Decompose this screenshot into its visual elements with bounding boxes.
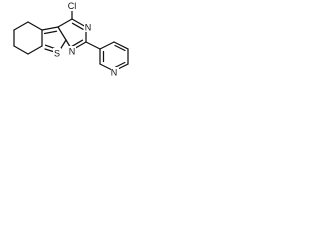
bond-thiophene-double-1 (43, 30, 58, 35)
chlorine-label: Cl (68, 1, 77, 11)
atom-labels: Cl N N S N (53, 1, 119, 78)
bond-ring-c3 (13, 45, 29, 55)
pyrimidine-n1-label: N (69, 47, 76, 57)
sulfur-label: S (54, 49, 60, 59)
substituent-bonds (71, 9, 101, 50)
bond-ring-c1 (13, 21, 29, 31)
bond-pyridine-4-double (114, 61, 126, 69)
bond-ring-c4 (27, 45, 43, 55)
bond-pyridine-1 (99, 41, 115, 50)
bond-pyridine-2-double (114, 44, 126, 52)
bond-thiophene-c3a (41, 26, 59, 31)
pyridine-nitrogen-label: N (111, 68, 118, 78)
chemical-structure-diagram: Cl N N S N (13, 1, 129, 78)
bond-pyrimidine-c4-n3-double (71, 22, 84, 30)
bond-ring-c6 (27, 21, 43, 31)
bond-c2-pyridyl (85, 41, 101, 50)
bond-pyrimidine-c4-c4a (57, 18, 73, 28)
cyclohexane-ring (13, 21, 43, 55)
bond-pyridine-2 (113, 41, 129, 50)
bond-pyrimidine-c4-n3 (71, 18, 87, 28)
bond-thiophene-c4a (57, 26, 67, 41)
bond-pyrimidine-c2-n1-double (71, 39, 84, 47)
pyrimidine-n3-label: N (85, 23, 92, 33)
